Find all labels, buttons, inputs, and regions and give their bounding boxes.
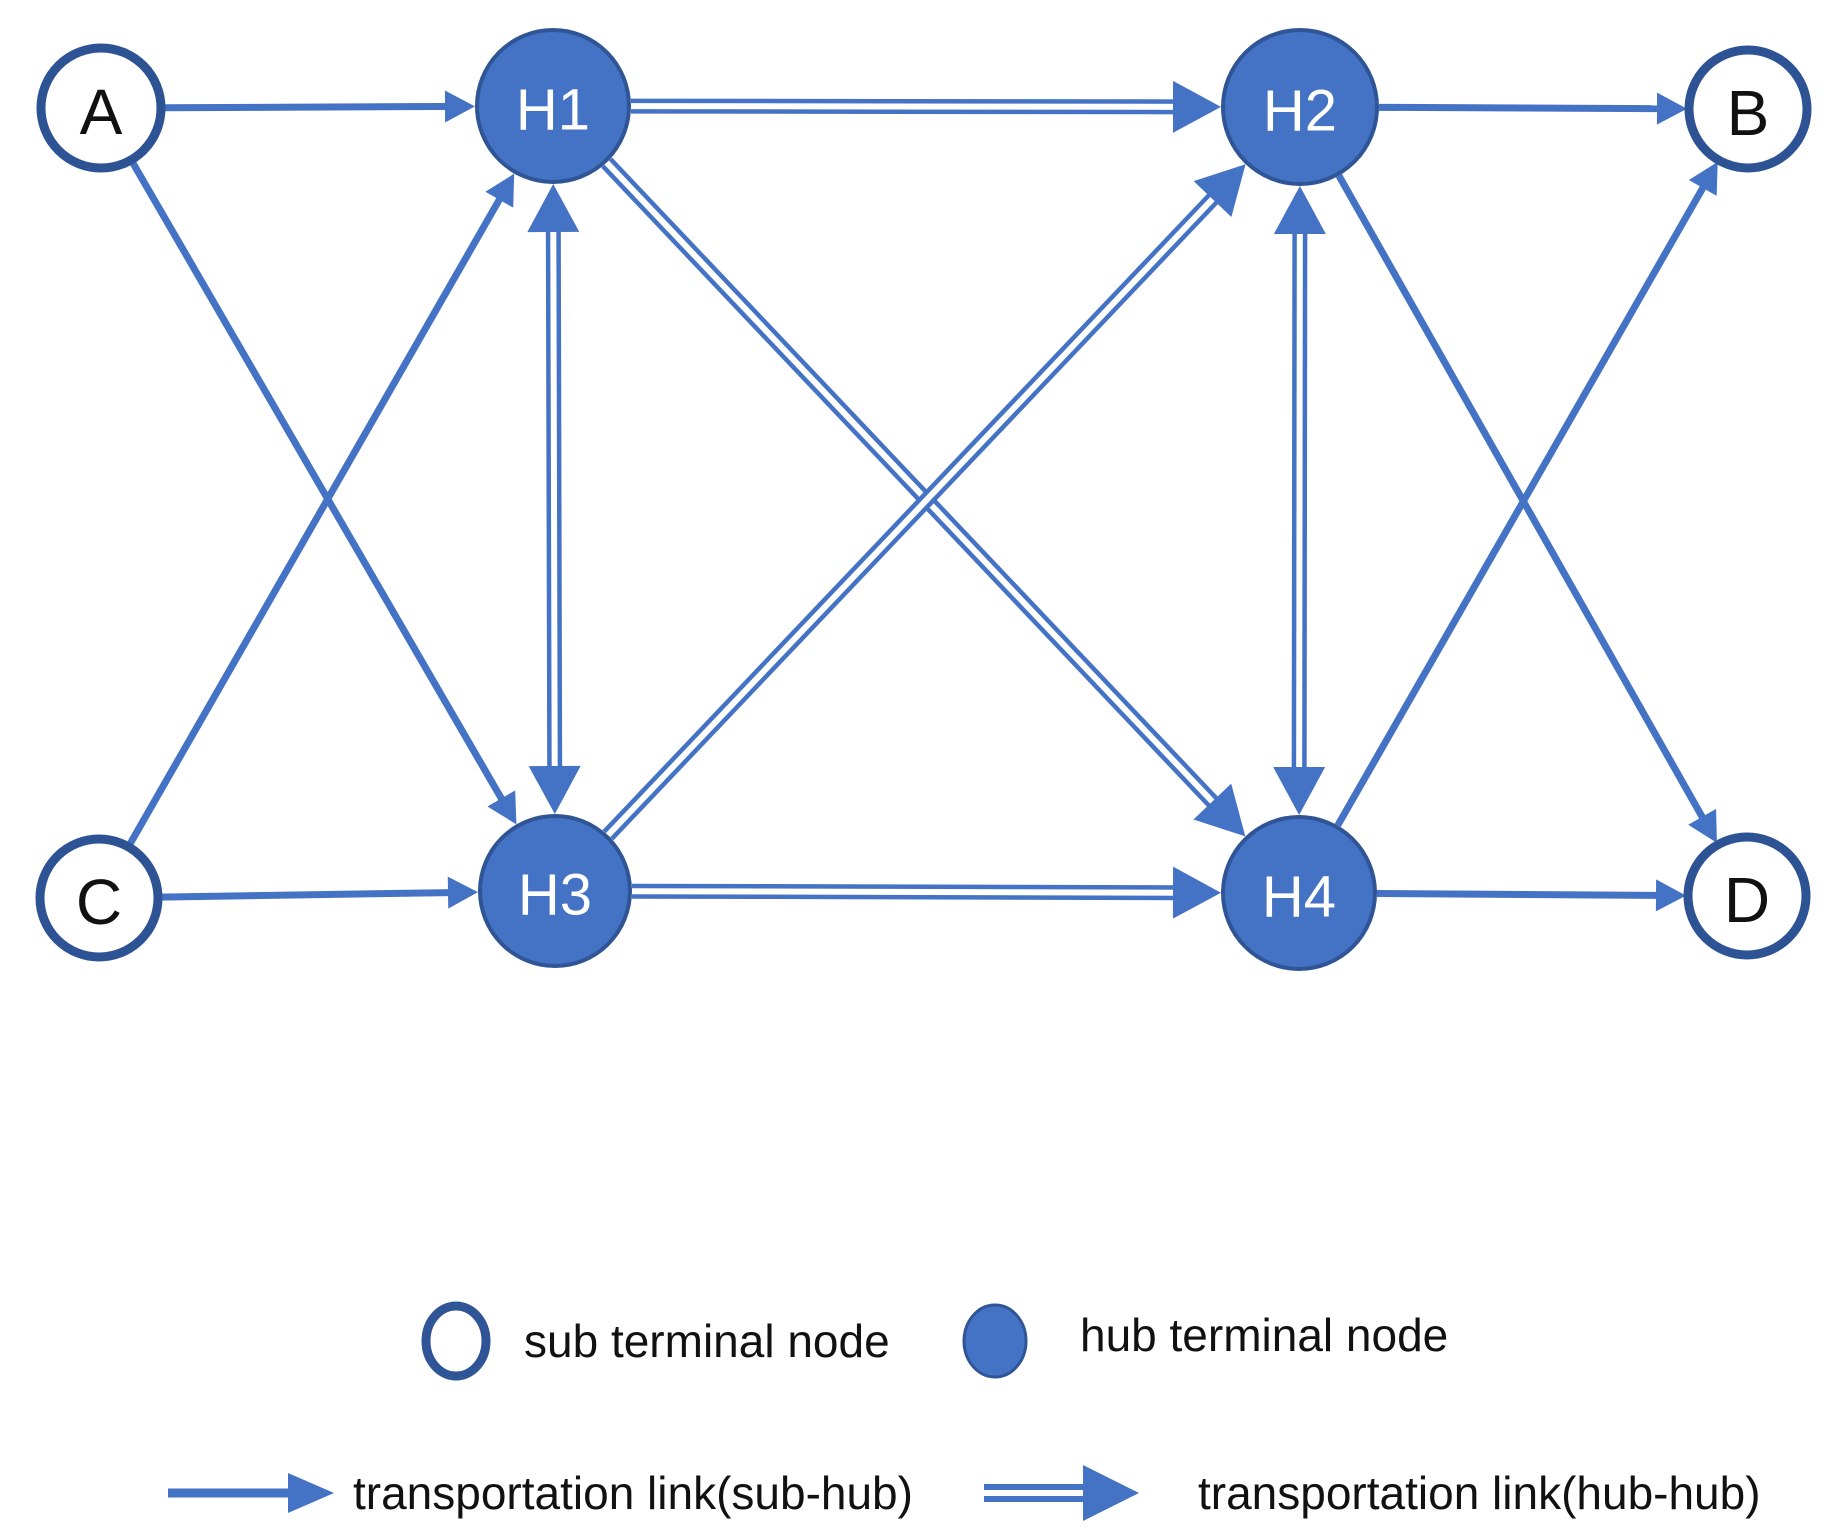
link-H3-H2-hub-hub — [602, 164, 1246, 841]
link-H2-B-sub-hub — [1378, 92, 1688, 125]
node-H3: H3 — [478, 814, 632, 968]
arrowhead-icon — [1273, 766, 1326, 816]
legend: sub terminal node hub terminal node tran… — [168, 1301, 1761, 1521]
hub-terminal-node-circle — [478, 814, 632, 968]
node-D: D — [1683, 832, 1811, 960]
hub-terminal-node-circle — [475, 28, 631, 184]
link-H1-H3-hub-hub — [527, 183, 581, 815]
legend-hub-terminal-node: hub terminal node — [962, 1303, 1448, 1379]
nodes-layer: A H1 H2 B C H3 H4 D — [35, 28, 1812, 971]
arrowhead-icon — [528, 765, 581, 815]
legend-hub-hub-link: transportation link(hub-hub) — [984, 1465, 1761, 1521]
sub-terminal-node-circle — [36, 43, 166, 173]
legend-hub-node-label: hub terminal node — [1080, 1309, 1448, 1361]
link-C-H3-sub-hub — [159, 876, 479, 909]
link-H1-H2-hub-hub — [630, 80, 1222, 133]
legend-sub-node-label: sub terminal node — [524, 1315, 890, 1367]
node-label: A — [80, 76, 123, 148]
link-H1-H4-hub-hub — [601, 157, 1246, 837]
hub-terminal-node-circle — [1221, 28, 1379, 186]
arrowhead-icon — [1688, 161, 1718, 196]
arrowhead-icon — [1193, 783, 1246, 837]
link-A-H1-sub-hub — [162, 90, 476, 123]
node-label: C — [76, 866, 122, 938]
legend-sub-link-label: transportation link(sub-hub) — [353, 1467, 913, 1519]
arrowhead-icon — [527, 183, 580, 233]
node-H4: H4 — [1221, 815, 1377, 971]
arrowhead-icon — [485, 173, 515, 208]
arrowhead-icon — [447, 876, 479, 909]
arrowhead-icon — [1656, 92, 1688, 125]
link-H3-H4-hub-hub — [631, 866, 1222, 919]
sub-terminal-node-circle — [35, 834, 163, 962]
hub-terminal-node-icon — [962, 1303, 1028, 1379]
arrowhead-icon — [1688, 808, 1717, 843]
arrowhead-icon — [487, 790, 517, 825]
arrowhead-icon — [444, 90, 476, 123]
node-A: A — [36, 43, 166, 173]
sub-terminal-node-icon — [421, 1301, 491, 1381]
link-C-H1-sub-hub — [126, 173, 515, 847]
legend-sub-terminal-node: sub terminal node — [421, 1301, 890, 1381]
link-A-H3-sub-hub — [129, 159, 517, 825]
node-C: C — [35, 834, 163, 962]
node-label: H3 — [518, 863, 592, 928]
node-label: H2 — [1263, 79, 1337, 144]
sub-terminal-node-circle — [1684, 45, 1812, 173]
node-label: H4 — [1262, 865, 1336, 930]
link-H4-D-sub-hub — [1376, 879, 1687, 912]
link-H2-H4-hub-hub — [1273, 185, 1326, 816]
arrowhead-icon — [1172, 866, 1222, 919]
node-label: H1 — [516, 78, 590, 143]
arrowhead-icon — [1193, 164, 1246, 217]
links-layer — [126, 80, 1718, 919]
link-H4-B-sub-hub — [1334, 161, 1718, 828]
arrowhead-icon — [1273, 185, 1326, 235]
node-B: B — [1684, 45, 1812, 173]
arrowhead-icon — [1172, 80, 1222, 133]
legend-hub-link-label: transportation link(hub-hub) — [1198, 1467, 1761, 1519]
hub-terminal-node-circle — [1221, 815, 1377, 971]
sub-terminal-node-circle — [1683, 832, 1811, 960]
link-H2-D-sub-hub — [1335, 174, 1717, 843]
arrowhead-icon — [1655, 879, 1687, 912]
node-label: B — [1727, 77, 1770, 149]
node-H2: H2 — [1221, 28, 1379, 186]
double-arrowhead-icon — [1083, 1465, 1139, 1521]
legend-sub-hub-link: transportation link(sub-hub) — [168, 1467, 913, 1519]
single-arrowhead-icon — [288, 1473, 334, 1513]
node-label: D — [1724, 864, 1770, 936]
node-H1: H1 — [475, 28, 631, 184]
